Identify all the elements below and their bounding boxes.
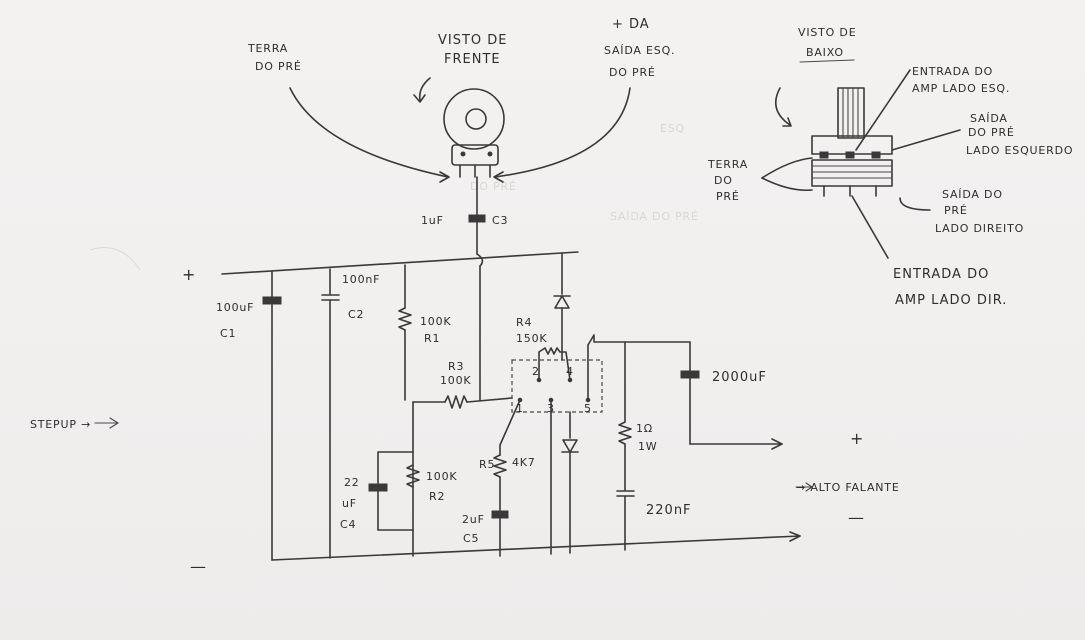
label-1ohm: 1Ω [636,422,653,435]
label-pin-5: 5 [584,402,592,415]
svg-text:SAÍDA DO PRÉ: SAÍDA DO PRÉ [610,210,699,223]
label-entrada-amp-dir-line2: AMP LADO DIR. [895,293,1007,308]
label-minus-left: — [190,557,207,576]
label-c4-name: C4 [340,518,356,531]
label-plus-saida-line2: SAÍDA ESQ. [604,44,675,57]
label-c1-name: C1 [220,327,236,340]
potentiometer-bottom-view [761,69,961,259]
label-saida-pre-esq-line2: DO PRÉ [968,126,1015,139]
label-r1-name: R1 [424,332,440,345]
label-minus-right: — [848,508,865,527]
potentiometer-front-view [289,77,631,183]
capacitor-c2 [321,268,340,559]
capacitor-c3 [468,176,486,401]
label-c4-value-line1: 22 [344,476,360,489]
diode-upper [553,252,571,361]
label-c3-value: 1uF [421,214,444,227]
label-entrada-amp-esq-line1: ENTRADA DO [912,65,993,78]
label-plus-left: + [182,265,196,284]
label-pin-2: 2 [532,365,540,378]
label-alto-falante: → ALTO FALANTE [796,481,900,494]
capacitor-c5 [491,510,509,557]
label-terra-pre2-line1: TERRA [707,158,748,171]
output-node [587,334,691,423]
power-rails [221,251,801,561]
label-r3-value: 100K [440,374,471,387]
capacitor-220nf [616,490,635,551]
label-stepup: STEPUP → [30,418,91,431]
label-c2-value: 100nF [342,273,380,286]
resistor-r5 [493,399,521,511]
label-saida-pre-esq-line1: SAÍDA [970,112,1008,125]
label-entrada-amp-esq-line2: AMP LADO ESQ. [912,82,1010,95]
paper-bleed-through: SAÍDA DO PRÉ ESQ DO PRÉ [89,122,699,271]
label-visto-de-frente-line1: VISTO DE [438,33,508,48]
label-visto-de-baixo-line1: VISTO DE [798,26,856,39]
label-r2-name: R2 [429,490,445,503]
label-terra-do-pre-line2: DO PRÉ [255,60,302,73]
label-r5-value: 4K7 [512,456,536,469]
label-220nf: 220nF [646,503,692,518]
label-visto-de-frente-line2: FRENTE [444,52,501,67]
capacitor-c4 [368,451,414,531]
label-c3-name: C3 [492,214,508,227]
label-2000uf: 2000uF [712,370,767,385]
capacitor-c1 [262,271,282,561]
diode-lower [561,411,579,554]
label-terra-pre2-line3: PRÉ [716,190,740,203]
label-saida-pre-dir-line2: PRÉ [944,204,968,217]
speaker-arrow [795,482,813,492]
label-r1-value: 100K [420,315,451,328]
label-saida-pre-dir-line3: LADO DIREITO [935,222,1024,235]
label-plus-saida-line1: + DA [612,17,650,32]
annotations: TERRA DO PRÉ VISTO DE FRENTE + DA SAÍDA … [30,17,1073,576]
stepup-arrow [94,417,120,429]
label-pin-3: 3 [547,402,555,415]
label-pin-1: 1 [516,402,524,415]
label-r5-name: R5 [479,458,495,471]
resistor-r4 [538,347,571,381]
label-c1-value: 100uF [216,301,254,314]
label-plus-right: + [850,429,864,448]
label-terra-do-pre-line1: TERRA [247,42,288,55]
label-saida-pre-dir-line1: SAÍDA DO [942,188,1003,201]
label-plus-saida-line3: DO PRÉ [609,66,656,79]
label-1w: 1W [638,440,657,453]
label-visto-de-baixo-line2: BAIXO [806,46,844,59]
label-c4-value-line2: uF [342,497,357,510]
resistor-1ohm [618,421,632,491]
label-entrada-amp-dir-line1: ENTRADA DO [893,267,989,282]
label-r4-value: 150K [516,332,547,345]
label-saida-pre-esq-line3: LADO ESQUERDO [966,144,1073,157]
label-c2-name: C2 [348,308,364,321]
resistor-r2 [406,464,420,488]
label-pin-4: 4 [566,365,574,378]
label-c5-name: C5 [463,532,479,545]
svg-text:DO PRÉ: DO PRÉ [470,180,517,193]
svg-text:ESQ: ESQ [660,122,685,135]
label-r3-name: R3 [448,360,464,373]
resistor-r1 [398,264,412,401]
label-c5-value: 2uF [462,513,485,526]
label-terra-pre2-line2: DO [714,174,733,187]
label-r2-value: 100K [426,470,457,483]
label-r4-name: R4 [516,316,532,329]
capacitor-2000uf [680,370,783,450]
